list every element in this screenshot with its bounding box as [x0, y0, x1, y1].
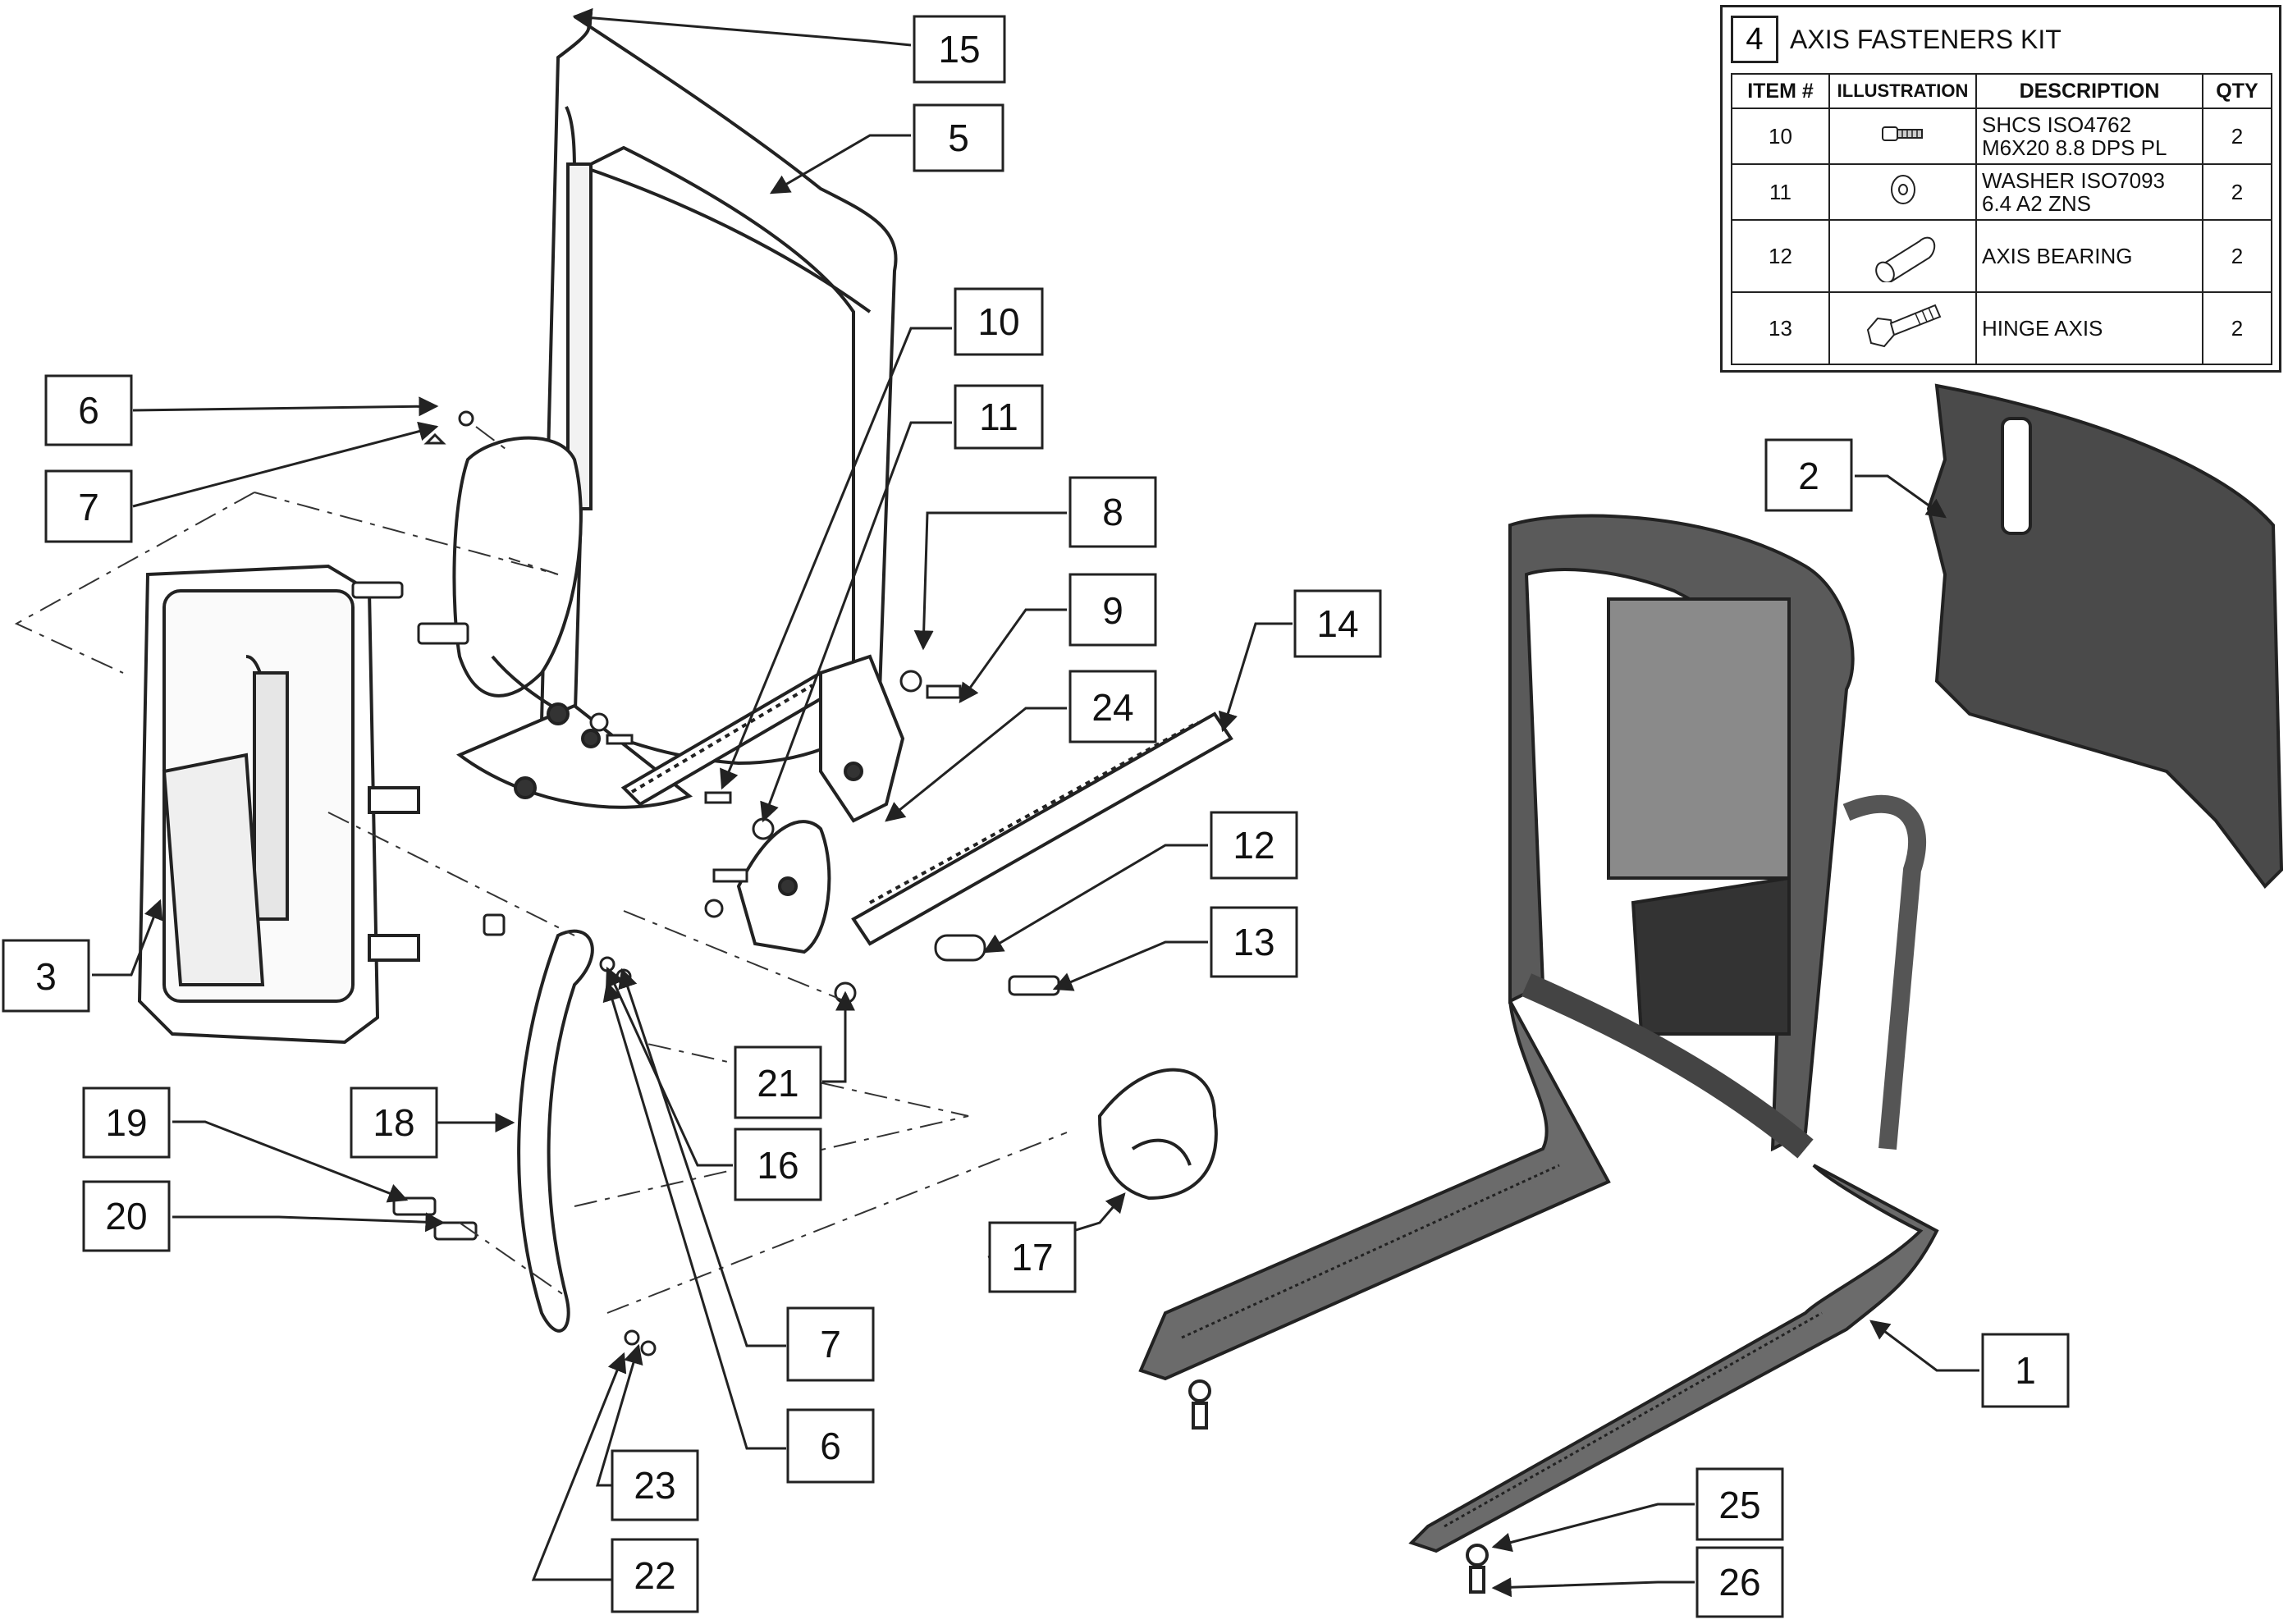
callout-3: 3 — [2, 939, 90, 1013]
callout-20: 20 — [82, 1180, 171, 1252]
washer-icon — [1828, 163, 1977, 221]
callout-23-label: 23 — [634, 1464, 675, 1507]
callout-24: 24 — [1068, 670, 1157, 743]
callout-8-label: 8 — [1102, 491, 1123, 533]
callout-13: 13 — [1210, 906, 1298, 978]
callout-7-bottom-label: 7 — [820, 1323, 841, 1366]
callout-17: 17 — [988, 1221, 1077, 1293]
header-illustration: ILLUSTRATION — [1828, 73, 1977, 109]
callout-19-label: 19 — [105, 1101, 147, 1144]
bearing-icon — [1828, 219, 1977, 293]
ruler-arm-14 — [620, 670, 1233, 946]
row-item: 10 — [1731, 108, 1830, 165]
callout-1: 1 — [1981, 1333, 2070, 1408]
callout-21-label: 21 — [757, 1062, 799, 1105]
callout-5: 5 — [913, 103, 1004, 172]
header-description: DESCRIPTION — [1975, 73, 2203, 109]
callout-10-label: 10 — [977, 300, 1019, 343]
callout-25: 25 — [1695, 1467, 1784, 1541]
header-item: ITEM # — [1731, 73, 1830, 109]
callout-22-label: 22 — [634, 1554, 675, 1597]
kit-number-box: 4 — [1731, 16, 1778, 63]
callout-23: 23 — [611, 1449, 699, 1521]
row-item: 13 — [1731, 291, 1830, 365]
row-qty: 2 — [2202, 219, 2272, 293]
callout-12: 12 — [1210, 811, 1298, 880]
callout-2-label: 2 — [1798, 455, 1819, 497]
callout-10: 10 — [954, 287, 1044, 356]
callout-6-top-label: 6 — [78, 389, 99, 432]
header-qty: QTY — [2202, 73, 2272, 109]
handle-18 — [517, 929, 594, 1333]
row-qty: 2 — [2202, 108, 2272, 165]
callout-21: 21 — [734, 1045, 822, 1119]
callout-8: 8 — [1068, 476, 1157, 548]
row-description: HINGE AXIS — [1975, 291, 2203, 365]
callout-7-top-label: 7 — [78, 486, 99, 528]
callout-14-label: 14 — [1316, 602, 1358, 645]
callout-15: 15 — [913, 15, 1006, 84]
bolt-icon — [1828, 291, 1977, 365]
row-item: 11 — [1731, 163, 1830, 221]
dashed-assembly-lines — [14, 426, 1068, 1314]
callout-7-bottom: 7 — [786, 1306, 875, 1382]
callout-26: 26 — [1695, 1546, 1784, 1618]
hinge-plates — [736, 654, 905, 954]
callout-18-label: 18 — [373, 1101, 414, 1144]
desc-line-2: 6.4 A2 ZNS — [1982, 191, 2091, 216]
callout-26-label: 26 — [1718, 1561, 1760, 1603]
callout-17-label: 17 — [1011, 1236, 1053, 1279]
callout-5-label: 5 — [948, 117, 969, 159]
callout-12-label: 12 — [1233, 824, 1274, 867]
callout-9-label: 9 — [1102, 589, 1123, 632]
callout-11: 11 — [954, 384, 1044, 450]
screw-icon — [1828, 108, 1977, 165]
callout-20-label: 20 — [105, 1195, 147, 1237]
row-qty: 2 — [2202, 163, 2272, 221]
callout-11-label: 11 — [979, 396, 1018, 438]
desc-line-2: M6X20 8.8 DPS PL — [1982, 135, 2167, 160]
kit-header: 4 AXIS FASTENERS KIT — [1731, 16, 2061, 63]
callout-22: 22 — [611, 1538, 699, 1613]
callout-3-label: 3 — [35, 955, 57, 998]
kit-parts-table: ITEM # ILLUSTRATION DESCRIPTION QTY 10 S… — [1731, 73, 2272, 365]
callout-16: 16 — [734, 1128, 822, 1201]
desc-line-1: SHCS ISO4762 — [1982, 112, 2132, 137]
assembled-backrest-1 — [1138, 514, 1939, 1594]
callout-14: 14 — [1293, 589, 1382, 658]
callout-9: 9 — [1068, 573, 1157, 647]
kit-row-12: 12 AXIS BEARING 2 — [1731, 219, 2272, 293]
callout-13-label: 13 — [1233, 921, 1274, 963]
callout-7-top: 7 — [44, 469, 133, 543]
callout-24-label: 24 — [1091, 686, 1133, 729]
axis-fasteners-kit-panel: 4 AXIS FASTENERS KIT ITEM # ILLUSTRATION… — [1720, 5, 2281, 373]
small-fasteners — [351, 410, 1060, 1356]
callout-1-label: 1 — [2015, 1349, 2036, 1392]
callout-6-bottom-label: 6 — [820, 1425, 841, 1467]
callout-18: 18 — [350, 1086, 438, 1159]
mounting-plate-3 — [137, 564, 420, 1045]
back-cover-2 — [1926, 383, 2284, 890]
callout-6-bottom: 6 — [786, 1408, 875, 1484]
row-item: 12 — [1731, 219, 1830, 293]
callout-2: 2 — [1764, 438, 1853, 512]
desc-line-1: WASHER ISO7093 — [1982, 168, 2166, 193]
kit-row-13: 13 HINGE AXIS 2 — [1731, 291, 2272, 365]
row-qty: 2 — [2202, 291, 2272, 365]
callout-19: 19 — [82, 1086, 171, 1159]
leader-lines — [92, 7, 1979, 1598]
callout-15-label: 15 — [938, 28, 980, 71]
callout-6-top: 6 — [44, 374, 133, 446]
callout-16-label: 16 — [757, 1144, 799, 1187]
callout-25-label: 25 — [1718, 1484, 1760, 1526]
kit-title: AXIS FASTENERS KIT — [1790, 24, 2061, 54]
row-description: AXIS BEARING — [1975, 219, 2203, 293]
stopper-17 — [1097, 1068, 1218, 1201]
kit-table-header-row: ITEM # ILLUSTRATION DESCRIPTION QTY — [1731, 73, 2272, 109]
